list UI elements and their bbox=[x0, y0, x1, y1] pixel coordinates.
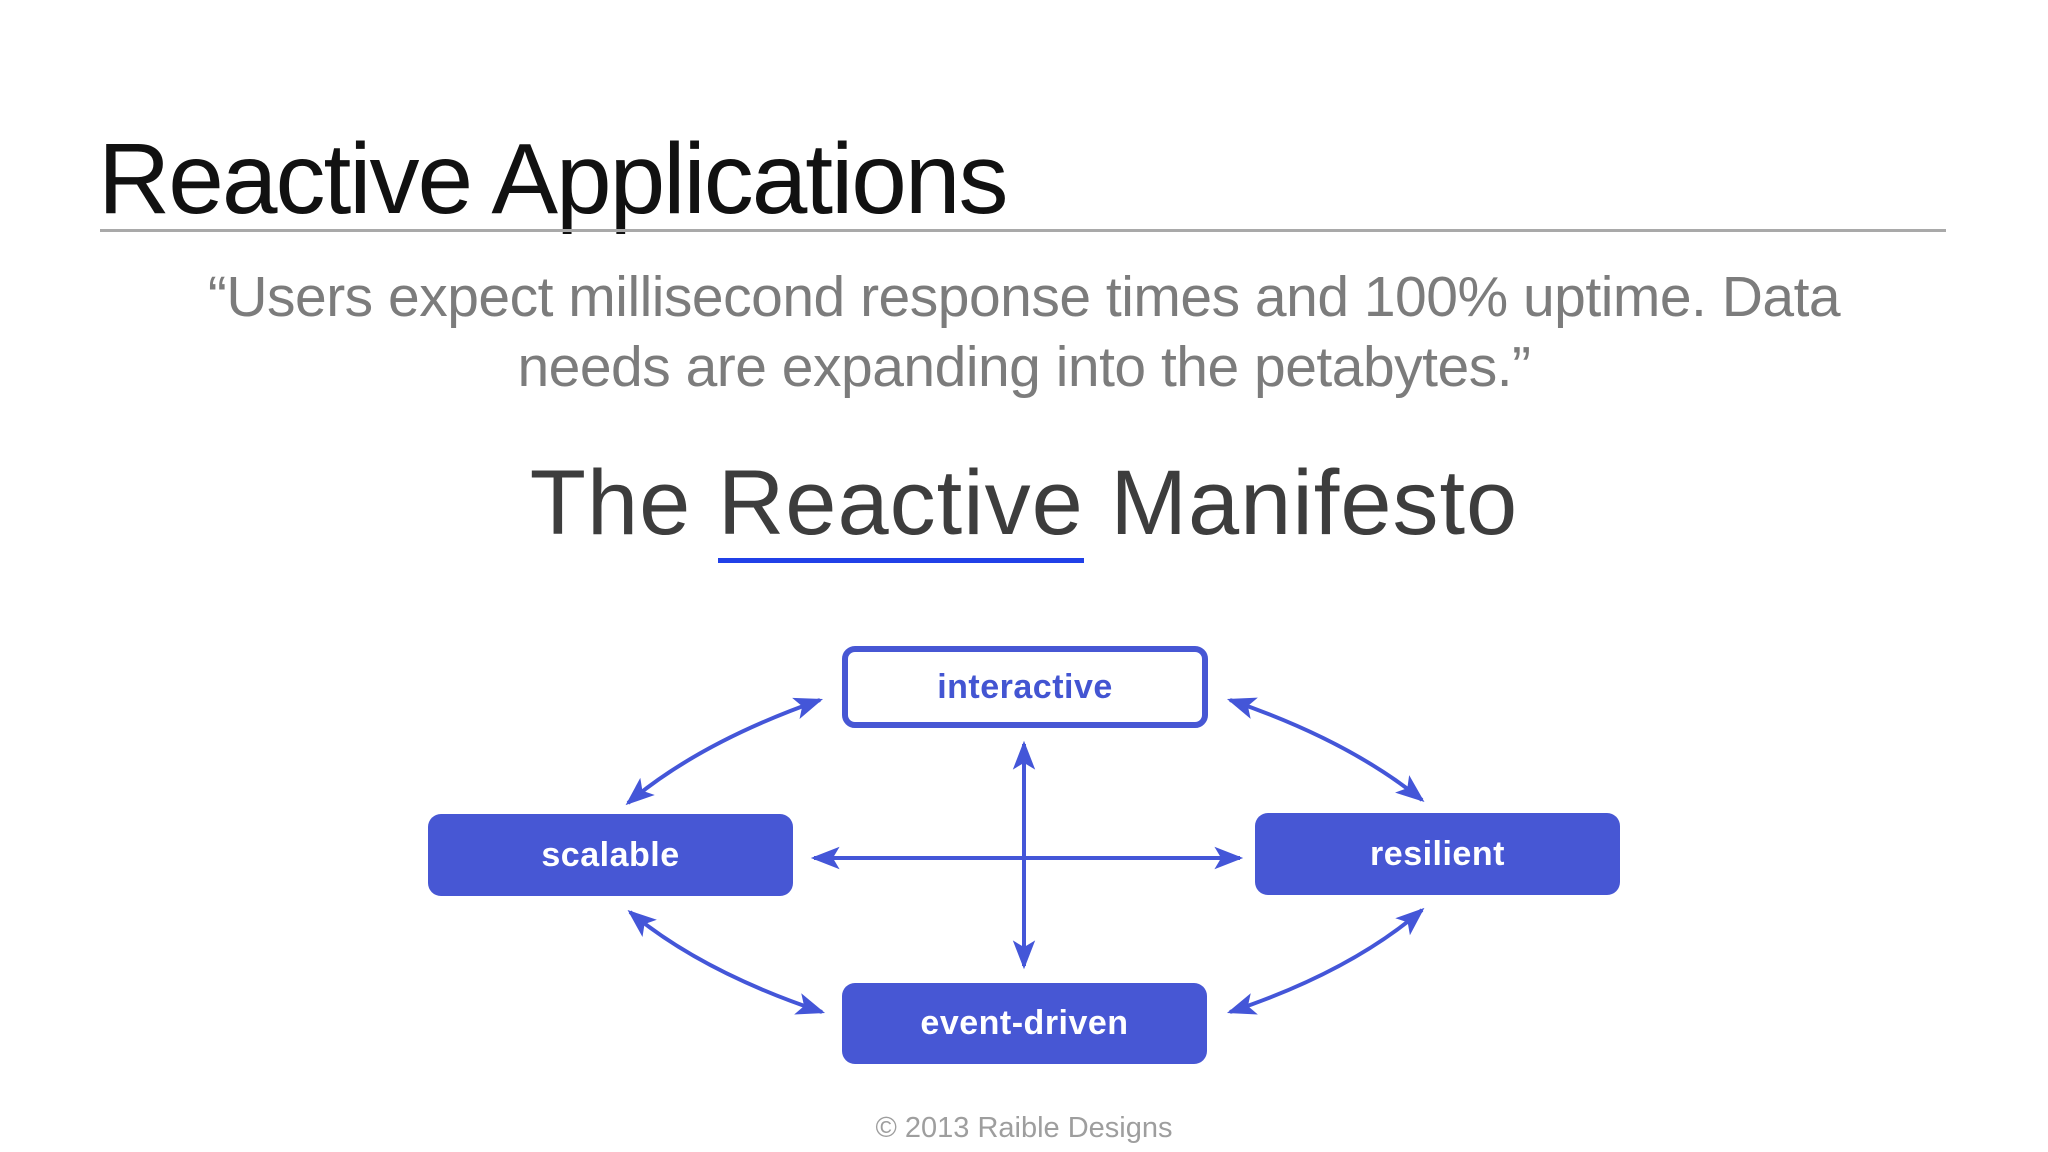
manifesto-prefix: The bbox=[529, 452, 718, 554]
manifesto-suffix: Manifesto bbox=[1083, 452, 1519, 554]
copyright-footer: © 2013 Raible Designs bbox=[875, 1112, 1173, 1144]
node-interactive: interactive bbox=[842, 646, 1208, 728]
node-event-driven: event-driven bbox=[842, 983, 1207, 1064]
node-interactive-label: interactive bbox=[937, 667, 1113, 706]
reactive-manifesto-link[interactable]: Reactive bbox=[717, 448, 1084, 563]
arrow-event-driven-resilient bbox=[1226, 907, 1425, 1015]
title-divider bbox=[100, 229, 1946, 232]
node-scalable: scalable bbox=[428, 814, 793, 896]
arrow-scalable-event-driven bbox=[627, 909, 826, 1015]
manifesto-heading: The Reactive Manifesto bbox=[0, 448, 2048, 563]
node-resilient-label: resilient bbox=[1370, 834, 1505, 873]
node-scalable-label: scalable bbox=[541, 835, 680, 874]
node-event-driven-label: event-driven bbox=[920, 1004, 1129, 1042]
quote-line-1: “Users expect millisecond response times… bbox=[207, 265, 1841, 329]
arrow-scalable-interactive bbox=[625, 697, 824, 806]
arrow-interactive-resilient bbox=[1226, 697, 1425, 803]
quote-block: “Users expect millisecond response times… bbox=[0, 262, 2048, 402]
quote-line-2: needs are expanding into the petabytes.” bbox=[517, 335, 1531, 399]
page-title: Reactive Applications bbox=[98, 123, 1009, 235]
node-resilient: resilient bbox=[1255, 813, 1620, 895]
